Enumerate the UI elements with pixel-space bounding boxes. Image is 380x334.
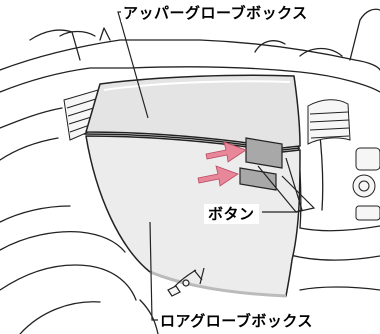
lower-glovebox-button[interactable] — [239, 167, 277, 191]
lower-glovebox-shade — [149, 270, 287, 298]
upper-glovebox-panel[interactable] — [85, 74, 301, 149]
lower-glovebox-label: ロアグローブボックス — [158, 312, 315, 330]
upper-glovebox-label: アッパーグローブボックス — [121, 4, 310, 22]
arrow-to-lower-button-icon — [197, 165, 239, 187]
callout-leaders — [117, 11, 316, 321]
upper-glovebox-button[interactable] — [245, 137, 283, 169]
control-knobs-icon — [352, 147, 380, 221]
arrow-to-upper-button-icon — [205, 141, 247, 163]
upper-glovebox-highlight — [103, 80, 291, 91]
cable-connector-icon — [167, 267, 205, 297]
right-air-vent-icon — [307, 99, 351, 145]
button-label: ボタン — [204, 204, 259, 224]
